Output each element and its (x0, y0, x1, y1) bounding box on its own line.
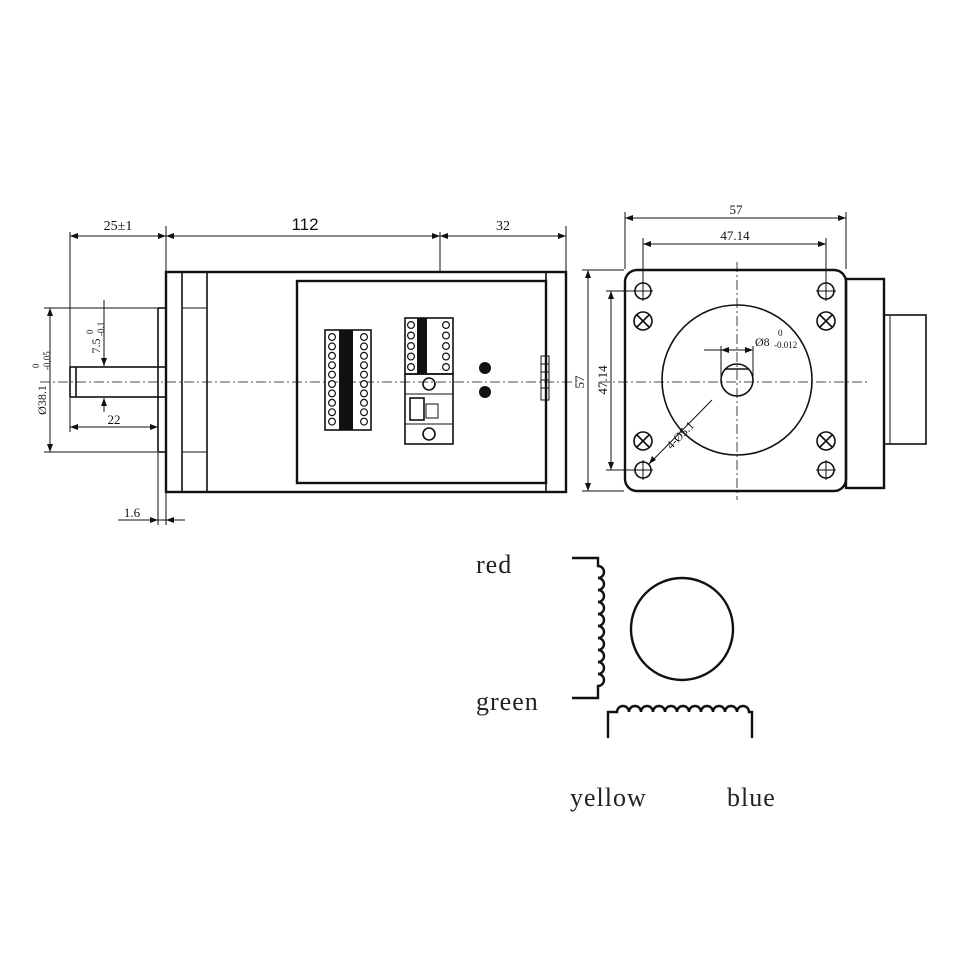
terminal-pin (328, 361, 337, 370)
terminal-pin (360, 408, 369, 417)
terminal-pin (442, 352, 451, 361)
dim-mounting-holes: 4-Ø5.1 (663, 418, 697, 452)
dim-body-length: 112 (291, 215, 318, 234)
terminal-pin (328, 351, 337, 360)
terminal-pin (328, 389, 337, 398)
terminal-pin (360, 380, 369, 389)
wire-label-green: green (476, 687, 539, 716)
wiring-diagram: red green yellow blue (476, 550, 776, 812)
terminal-pin (360, 351, 369, 360)
wire-label-red: red (476, 550, 512, 579)
terminal-pins (328, 321, 451, 426)
mounting-hole-tl (633, 281, 653, 301)
front-view: 57 47.14 57 47.14 Ø8 0 -0.012 4-Ø5.1 (572, 202, 927, 500)
front-pilot-circle (661, 304, 813, 456)
dim-hole-spacing-h: 47.14 (720, 228, 750, 243)
svg-text:0: 0 (31, 363, 41, 368)
coil-b (606, 704, 754, 738)
svg-text:0: 0 (85, 329, 95, 334)
indicator-led-1 (479, 362, 491, 374)
dim-driver-length: 32 (496, 219, 510, 234)
wire-label-yellow: yellow (570, 783, 647, 812)
terminal-pin (407, 331, 416, 340)
svg-text:0: 0 (778, 328, 783, 338)
terminal-pin (360, 389, 369, 398)
coil-a (572, 556, 606, 700)
screw-tl (633, 311, 653, 331)
dim-flange-thickness: 1.6 (124, 505, 141, 520)
terminal-block-1 (324, 329, 372, 431)
dim-front-height: 57 (572, 375, 587, 389)
terminal-pin (407, 363, 416, 372)
terminal-pin (442, 342, 451, 351)
terminal-pin (407, 321, 416, 330)
terminal-pin (328, 417, 337, 426)
terminal-pin (360, 370, 369, 379)
svg-text:-0.05: -0.05 (42, 351, 52, 370)
driver-side-box (844, 277, 886, 490)
terminal-pin (442, 321, 451, 330)
screw-br (816, 431, 836, 451)
dim-flat-length: 22 (108, 412, 121, 427)
terminal-block-2 (404, 317, 454, 445)
screw-tr (816, 311, 836, 331)
svg-text:-0.012: -0.012 (774, 340, 797, 350)
terminal-pin (328, 380, 337, 389)
terminal-pin (407, 342, 416, 351)
dim-shaft-length: 25±1 (104, 219, 133, 234)
svg-text:-0.1: -0.1 (96, 322, 106, 336)
terminal-pin (328, 370, 337, 379)
terminal-pin (360, 361, 369, 370)
terminal-pin (407, 352, 416, 361)
terminal-pin (360, 398, 369, 407)
dim-flat: 7.5 0 -0.1 (85, 322, 106, 354)
svg-text:Ø8: Ø8 (755, 335, 770, 349)
dim-hole-spacing-v: 47.14 (595, 365, 610, 395)
mounting-hole-tr (816, 281, 836, 301)
terminal-pin (360, 333, 369, 342)
wire-label-blue: blue (727, 783, 776, 812)
front-flange (623, 268, 848, 493)
dim-pilot-diameter: Ø38.1 0 -0.05 (31, 351, 52, 415)
mounting-hole-br (816, 460, 836, 480)
terminal-pin (360, 342, 369, 351)
indicator-led-2 (479, 386, 491, 398)
side-view: 25±1 112 32 Ø38.1 0 -0.05 7.5 0 -0.1 22 (31, 215, 580, 525)
dim-shaft-diameter: Ø8 0 -0.012 (755, 328, 797, 350)
mounting-hole-bl (633, 460, 653, 480)
dim-front-width: 57 (730, 202, 744, 217)
terminal-pin (328, 408, 337, 417)
terminal-pin (360, 417, 369, 426)
svg-text:7.5: 7.5 (89, 339, 103, 354)
terminal-pin (328, 333, 337, 342)
terminal-pin (328, 342, 337, 351)
terminal-pin (442, 363, 451, 372)
terminal-pin (328, 398, 337, 407)
svg-text:Ø38.1: Ø38.1 (35, 385, 49, 415)
screw-bl (633, 431, 653, 451)
rotor-symbol (629, 576, 735, 682)
terminal-pin (442, 331, 451, 340)
